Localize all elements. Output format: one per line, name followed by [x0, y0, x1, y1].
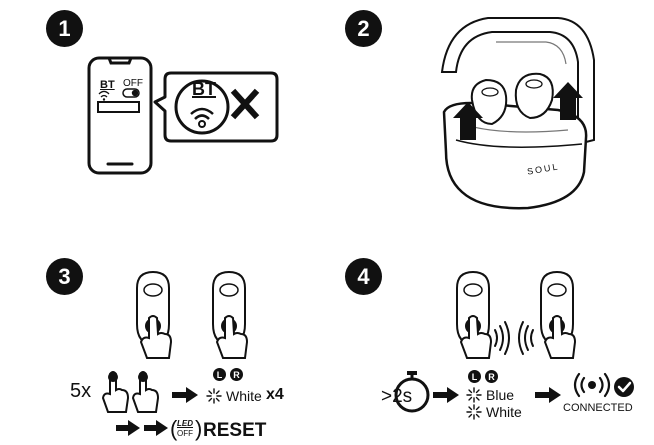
- off-label: OFF: [123, 78, 143, 89]
- right-earbud-badge: R: [485, 370, 498, 383]
- connected-label: CONNECTED: [563, 402, 633, 414]
- led-blink-icon: [466, 387, 482, 403]
- double-arrow-right-icon: [116, 420, 168, 436]
- led-off-top: LED: [177, 419, 193, 428]
- close-icon: [230, 88, 260, 120]
- double-tap-icon: [101, 371, 160, 413]
- step-1-illustration: [87, 56, 279, 175]
- led-off-paren-open: (: [170, 416, 178, 441]
- left-earbud-badge: L: [213, 368, 226, 381]
- phone-icon: [87, 56, 153, 175]
- finger-hold-icon: [459, 315, 493, 359]
- step-3-number: 3: [58, 263, 71, 289]
- step-3-badge: 3: [46, 258, 83, 295]
- hold-time: >2s: [381, 386, 413, 407]
- step-4-earbuds: [456, 270, 577, 359]
- step-3-earbuds: [136, 270, 249, 359]
- tap-count: 5x: [70, 380, 92, 402]
- led-off-bottom: OFF: [177, 429, 193, 438]
- bt-off-bubble: [153, 71, 279, 143]
- led-repeat-label: x4: [266, 386, 284, 403]
- step-4-number: 4: [357, 263, 370, 289]
- led-blink-icon: [206, 388, 222, 404]
- finger-tap-icon: [139, 315, 173, 359]
- finger-hold-icon: [543, 315, 577, 359]
- led-color-blue: Blue: [486, 387, 515, 403]
- step-2-illustration: [440, 17, 595, 210]
- step-2-number: 2: [357, 15, 370, 41]
- arrow-up-icon: [453, 102, 483, 140]
- bubble-bt-label: BT: [192, 79, 216, 99]
- earbud-right-in-case: [514, 72, 554, 120]
- earbud-left-in-case: [470, 78, 508, 126]
- arrow-right-icon: [433, 387, 459, 403]
- signal-waves-icon: [494, 321, 534, 355]
- left-earbud-badge: L: [468, 370, 481, 383]
- stopwatch-icon: [394, 371, 430, 413]
- led-color-white: White: [486, 404, 522, 420]
- led-off-paren-close: ): [195, 416, 203, 441]
- led-blink-icon: [466, 404, 482, 420]
- step-4-badge: 4: [345, 258, 382, 295]
- bt-label: BT: [100, 79, 115, 91]
- arrow-up-icon: [553, 82, 583, 120]
- step-2-badge: 2: [345, 10, 382, 47]
- reset-label: RESET: [203, 420, 267, 441]
- connected-icon: [573, 372, 634, 398]
- step-1-number: 1: [58, 15, 71, 41]
- finger-tap-icon: [215, 315, 249, 359]
- right-earbud-badge: R: [230, 368, 243, 381]
- arrow-right-icon: [535, 387, 561, 403]
- led-color-label: White: [226, 388, 262, 404]
- step-1-badge: 1: [46, 10, 83, 47]
- arrow-right-icon: [172, 387, 198, 403]
